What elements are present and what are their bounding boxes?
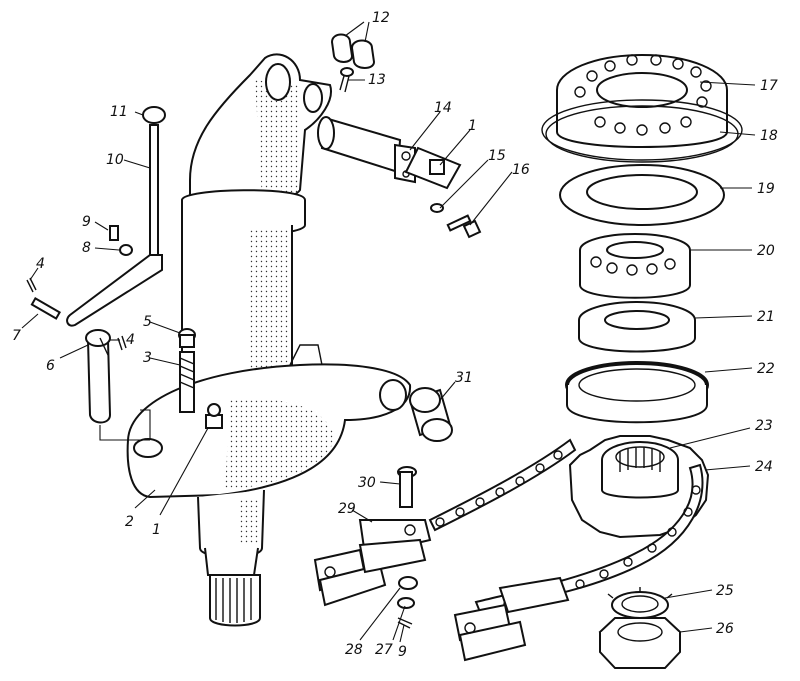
callout-4-right: 4 [126, 332, 135, 348]
callout-17: 17 [760, 78, 778, 94]
roller-chain-24 [428, 438, 704, 614]
callout-9-bottom: 9 [398, 644, 407, 660]
chain-plate-lower [453, 576, 570, 662]
grease-nipple [205, 403, 223, 429]
chain-plate-29 [313, 519, 432, 607]
callout-10: 10 [106, 152, 124, 168]
callout-12: 12 [372, 10, 390, 26]
callout-23: 23 [755, 418, 773, 434]
callout-7: 7 [12, 328, 21, 344]
callout-31: 31 [455, 370, 473, 386]
pin-7 [30, 297, 61, 320]
spindle-housing [126, 53, 412, 627]
callout-20: 20 [757, 243, 775, 259]
callout-16: 16 [512, 162, 530, 178]
callout-27: 27 [375, 642, 393, 658]
callout-29: 29 [338, 501, 356, 517]
bushing-31 [408, 387, 453, 442]
callout-19: 19 [757, 181, 775, 197]
bearing-20 [579, 233, 691, 299]
callout-9-top: 9 [82, 214, 91, 230]
callout-22: 22 [757, 361, 775, 377]
washer-28 [398, 576, 418, 590]
stud [178, 328, 196, 413]
callout-21: 21 [757, 309, 775, 325]
lock-plate [404, 146, 462, 190]
callout-30: 30 [358, 475, 376, 491]
split-pin-13 [339, 67, 354, 93]
callout-11: 11 [110, 104, 128, 120]
washer-15 [430, 203, 444, 213]
nut-26 [598, 617, 682, 669]
oil-seal-22 [565, 361, 709, 424]
callout-3: 3 [143, 350, 152, 366]
bolt-16 [446, 214, 482, 239]
bushings-12 [330, 33, 376, 69]
callout-26: 26 [716, 621, 734, 637]
callout-14: 14 [434, 100, 452, 116]
callout-25: 25 [716, 583, 734, 599]
callout-5: 5 [143, 314, 152, 330]
washer-27 [397, 597, 415, 609]
leader-lines [21, 21, 756, 643]
callout-8: 8 [82, 240, 91, 256]
callout-2: 2 [125, 514, 134, 530]
control-rod [66, 106, 166, 327]
callout-18: 18 [760, 128, 778, 144]
callout-6: 6 [46, 358, 55, 374]
washer-19 [559, 164, 725, 226]
pin-8 [109, 225, 133, 256]
callout-15: 15 [488, 148, 506, 164]
callout-1-pin: 1 [468, 118, 477, 134]
callout-4-left: 4 [36, 256, 45, 272]
callout-24: 24 [755, 459, 773, 475]
callout-labels: 12 13 14 1 15 16 17 18 19 20 21 22 23 24… [12, 10, 778, 660]
callout-1-base: 1 [152, 522, 161, 538]
pivot-pin-14 [317, 116, 416, 184]
callout-28: 28 [345, 642, 363, 658]
sleeve-6 [85, 329, 151, 441]
pin-30 [397, 466, 417, 508]
lock-washer-25 [607, 587, 673, 619]
sprocket-23 [568, 435, 710, 539]
ring-21 [578, 301, 696, 353]
roller-bearing-17 [556, 54, 728, 148]
callout-13: 13 [368, 72, 386, 88]
